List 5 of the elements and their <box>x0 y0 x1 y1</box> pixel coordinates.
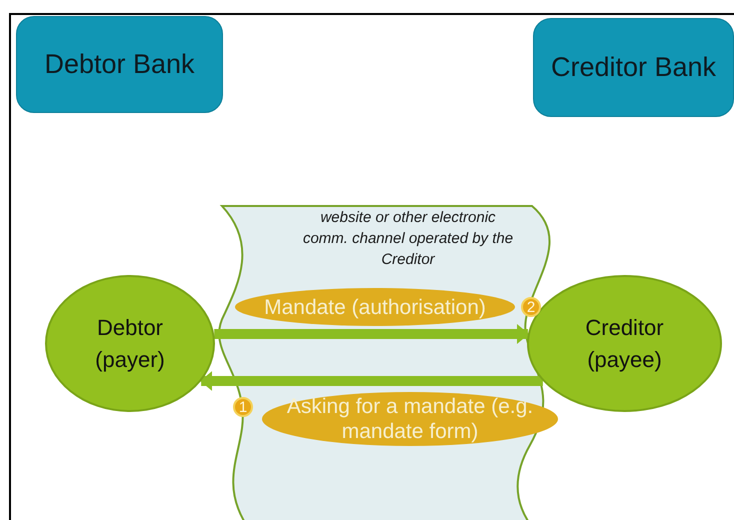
bank-box: Debtor Bank <box>16 16 223 113</box>
step-number-badge: 1 <box>233 397 253 417</box>
arrow <box>200 371 543 391</box>
party-ellipse: Debtor (payer) <box>45 275 215 412</box>
bank-box: Creditor Bank <box>533 18 734 117</box>
